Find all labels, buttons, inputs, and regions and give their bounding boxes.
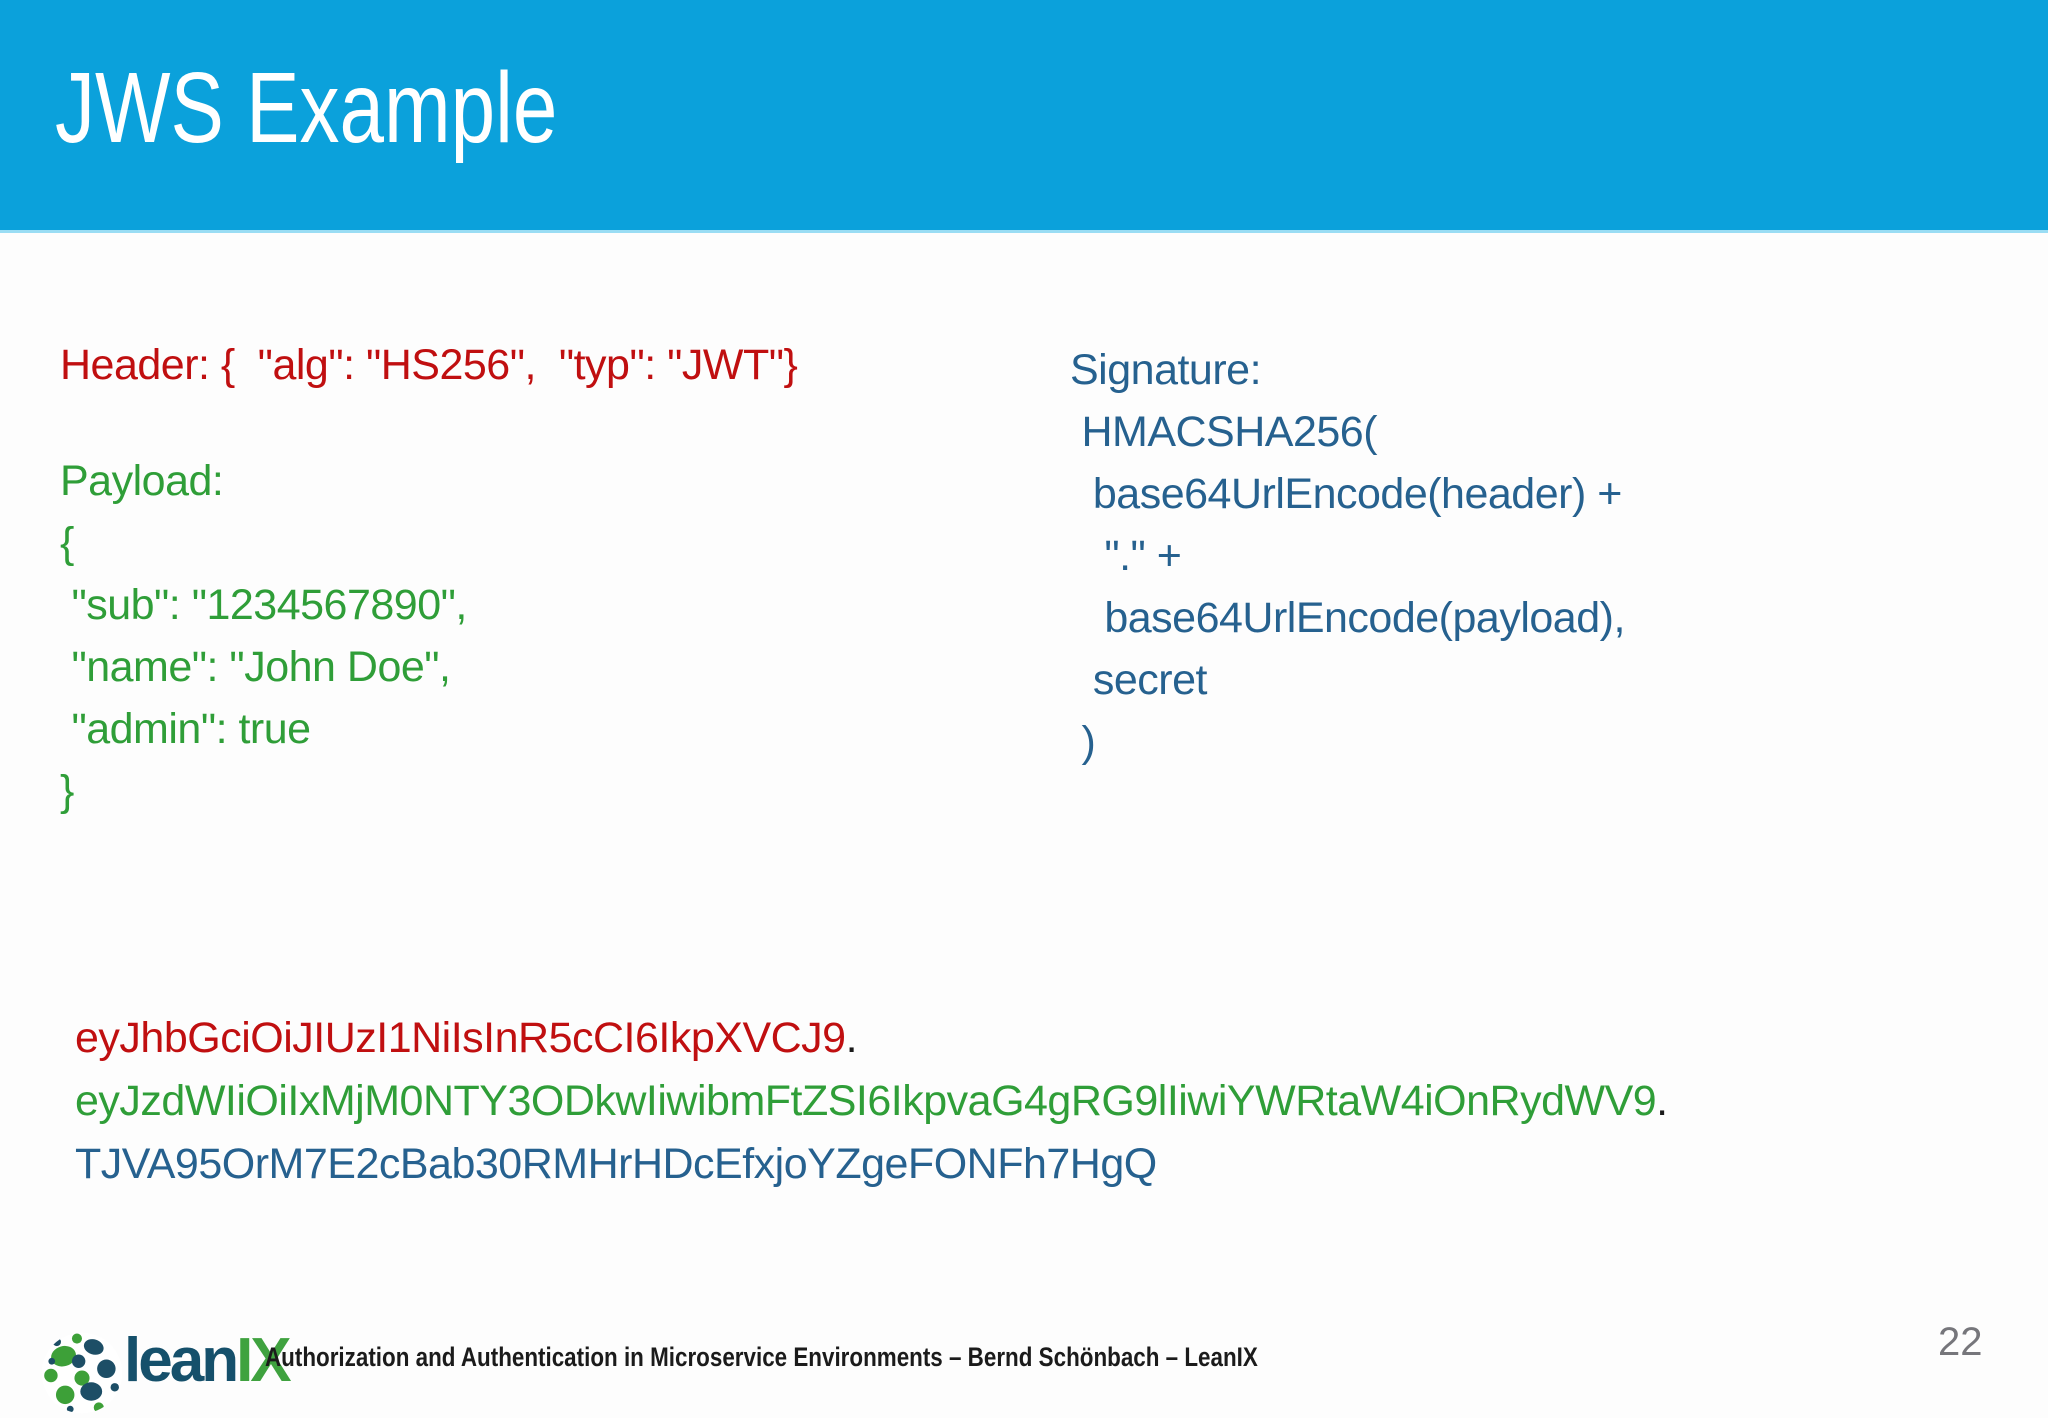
jwt-header-part: eyJhbGciOiJIUzI1NiIsInR5cCI6IkpXVCJ9	[75, 1014, 846, 1062]
jwt-signature-part: TJVA95OrM7E2cBab30RMHrHDcEfxjoYZgeFONFh7…	[75, 1140, 1157, 1188]
leanix-sphere-icon	[41, 1332, 123, 1414]
title-bar: JWS Example	[0, 0, 2048, 233]
jwt-token-header-line: eyJhbGciOiJIUzI1NiIsInR5cCI6IkpXVCJ9.	[75, 1007, 1668, 1070]
jws-payload-block: Payload: { "sub": "1234567890", "name": …	[60, 457, 467, 815]
page-number: 22	[1938, 1320, 1983, 1364]
footer-caption: Authorization and Authentication in Micr…	[265, 1342, 1258, 1372]
jwt-separator-1: .	[845, 1014, 858, 1062]
leanix-wordmark-ix: IX	[236, 1326, 292, 1395]
jwt-token: eyJhbGciOiJIUzI1NiIsInR5cCI6IkpXVCJ9. ey…	[75, 1007, 1668, 1196]
jws-signature-block: Signature: HMACSHA256( base64UrlEncode(h…	[1070, 346, 1625, 766]
jwt-token-payload-line: eyJzdWIiOiIxMjM0NTY3ODkwIiwibmFtZSI6Ikpv…	[75, 1070, 1668, 1133]
leanix-wordmark: leanIX	[124, 1326, 292, 1396]
jwt-separator-2: .	[1656, 1077, 1668, 1125]
jws-header-line: Header: { "alg": "HS256", "typ": "JWT"}	[60, 341, 798, 389]
leanix-wordmark-lean: lean	[124, 1326, 239, 1395]
jwt-token-signature-line: TJVA95OrM7E2cBab30RMHrHDcEfxjoYZgeFONFh7…	[75, 1133, 1668, 1196]
slide-title: JWS Example	[55, 52, 558, 164]
jwt-payload-part: eyJzdWIiOiIxMjM0NTY3ODkwIiwibmFtZSI6Ikpv…	[75, 1077, 1657, 1125]
